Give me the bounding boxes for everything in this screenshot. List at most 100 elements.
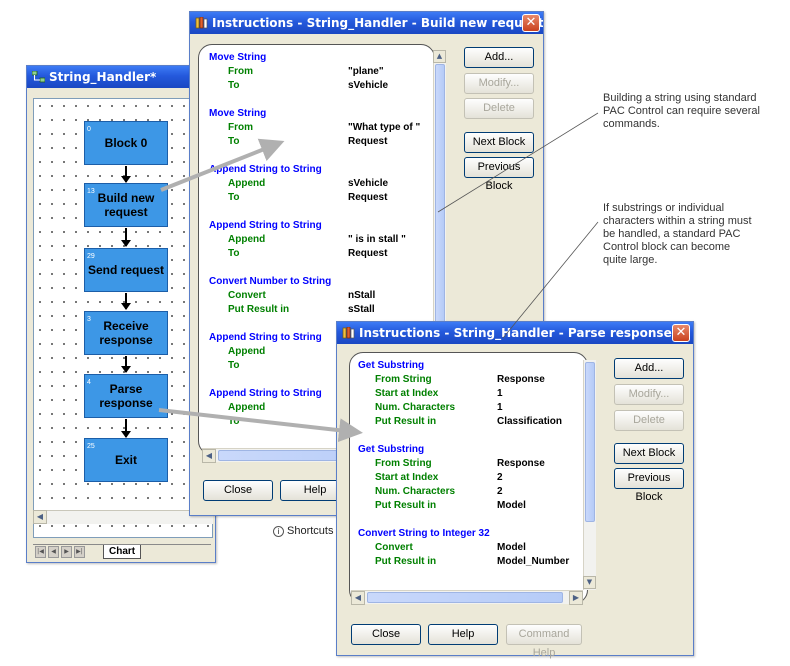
add-button[interactable]: Add... bbox=[614, 358, 684, 379]
parameter-label: Start at Index bbox=[375, 472, 439, 483]
chart-tab-bar: |◀ ◀ ▶ ▶| Chart bbox=[33, 544, 211, 560]
instruction-name[interactable]: Convert Number to String bbox=[209, 276, 332, 287]
previous-block-button[interactable]: Previous Block bbox=[614, 468, 684, 503]
parameter-label: Num. Characters bbox=[375, 402, 456, 413]
instruction-name[interactable]: Move String bbox=[209, 108, 267, 119]
instruction-parameter[interactable]: Append bbox=[209, 401, 433, 415]
help-button[interactable]: Help bbox=[280, 480, 350, 501]
scroll-left-icon[interactable]: ◀ bbox=[202, 449, 216, 463]
previous-block-button[interactable]: Previous Block bbox=[464, 157, 534, 192]
close-icon[interactable]: ✕ bbox=[522, 14, 540, 32]
close-button[interactable]: Close bbox=[203, 480, 273, 501]
block-send-request[interactable]: 29 Send request bbox=[84, 248, 168, 292]
close-icon[interactable]: ✕ bbox=[672, 324, 690, 342]
delete-button[interactable]: Delete bbox=[614, 410, 684, 431]
instruction-name[interactable]: Move String bbox=[209, 52, 267, 63]
help-button[interactable]: Help bbox=[428, 624, 498, 645]
scroll-up-icon[interactable]: ▲ bbox=[433, 50, 446, 63]
instruction-name[interactable]: Append String to String bbox=[209, 332, 322, 343]
parameter-label: Num. Characters bbox=[375, 486, 456, 497]
add-button[interactable]: Add... bbox=[464, 47, 534, 68]
delete-button[interactable]: Delete bbox=[464, 98, 534, 119]
build-window-titlebar[interactable]: Instructions - String_Handler - Build ne… bbox=[190, 12, 543, 34]
instruction-name[interactable]: Get Substring bbox=[358, 360, 425, 371]
next-block-button[interactable]: Next Block bbox=[614, 443, 684, 464]
close-button[interactable]: Close bbox=[351, 624, 421, 645]
chart-icon bbox=[32, 71, 45, 83]
scroll-left-icon[interactable]: ◀ bbox=[33, 510, 47, 524]
first-tab-icon[interactable]: |◀ bbox=[35, 546, 46, 558]
instruction-parameter[interactable]: From String Response bbox=[358, 457, 586, 471]
block-0[interactable]: 0 Block 0 bbox=[84, 121, 168, 165]
instruction-name[interactable]: Append String to String bbox=[209, 220, 322, 231]
parameter-value: Response bbox=[497, 458, 545, 469]
command-help-button[interactable]: Command Help bbox=[506, 624, 582, 659]
block-label: Send request bbox=[87, 263, 165, 277]
chart-window-title: String_Handler* bbox=[49, 70, 157, 84]
instruction-name[interactable]: Get Substring bbox=[358, 444, 425, 455]
parameter-label: Convert bbox=[375, 542, 413, 553]
scroll-thumb[interactable] bbox=[367, 592, 563, 603]
tab-chart[interactable]: Chart bbox=[103, 545, 142, 559]
block-number: 25 bbox=[87, 443, 95, 450]
instruction-spacer bbox=[358, 513, 586, 527]
instruction-parameter[interactable]: Append" is in stall " bbox=[209, 233, 433, 247]
instruction-name[interactable]: Append String to String bbox=[209, 388, 322, 399]
block-parse-response[interactable]: 4 Parse response bbox=[84, 374, 168, 418]
block-build-new-request[interactable]: 13 Build new request bbox=[84, 183, 168, 227]
flow-arrow bbox=[121, 419, 131, 438]
parse-window-titlebar[interactable]: Instructions - String_Handler - Parse re… bbox=[337, 322, 693, 344]
block-receive-response[interactable]: 3 Receive response bbox=[84, 311, 168, 355]
parameter-label: Append bbox=[228, 346, 266, 357]
next-block-button[interactable]: Next Block bbox=[464, 132, 534, 153]
chart-window-titlebar[interactable]: String_Handler* bbox=[27, 66, 215, 88]
instruction-name[interactable]: Append String to String bbox=[209, 164, 322, 175]
instruction-spacer bbox=[209, 149, 433, 163]
instruction-parameter[interactable]: To bbox=[209, 359, 433, 373]
block-exit[interactable]: 25 Exit bbox=[84, 438, 168, 482]
flow-arrow bbox=[121, 356, 131, 373]
instruction-parameter[interactable]: From"What type of " bbox=[209, 121, 433, 135]
parameter-label: Put Result in bbox=[375, 416, 437, 427]
next-tab-icon[interactable]: ▶ bbox=[61, 546, 72, 558]
modify-button[interactable]: Modify... bbox=[464, 73, 534, 94]
instruction-parameter[interactable]: Append bbox=[209, 345, 433, 359]
build-window-title: Instructions - String_Handler - Build ne… bbox=[212, 16, 543, 30]
scroll-thumb[interactable] bbox=[435, 64, 445, 364]
instruction-list-hscrollbar[interactable]: ◀ ▶ bbox=[351, 590, 583, 605]
scroll-thumb[interactable] bbox=[585, 362, 595, 522]
instruction-parameter[interactable]: From"plane" bbox=[209, 65, 433, 79]
parameter-label: From String bbox=[375, 458, 432, 469]
prev-tab-icon[interactable]: ◀ bbox=[48, 546, 59, 558]
parameter-label: To bbox=[228, 80, 240, 91]
last-tab-icon[interactable]: ▶| bbox=[74, 546, 85, 558]
chart-horizontal-scrollbar[interactable]: ◀ bbox=[33, 510, 213, 524]
scroll-right-icon[interactable]: ▶ bbox=[569, 591, 583, 605]
scroll-left-icon[interactable]: ◀ bbox=[351, 591, 365, 605]
instruction-name[interactable]: Convert String to Integer 32 bbox=[358, 528, 490, 539]
parameter-value: sVehicle bbox=[348, 178, 389, 189]
parameter-value: Response bbox=[497, 374, 545, 385]
modify-button[interactable]: Modify... bbox=[614, 384, 684, 405]
instruction-list-scrollbar[interactable]: ▼ bbox=[583, 360, 596, 590]
scroll-down-icon[interactable]: ▼ bbox=[583, 576, 596, 589]
parameter-label: Put Result in bbox=[228, 304, 290, 315]
